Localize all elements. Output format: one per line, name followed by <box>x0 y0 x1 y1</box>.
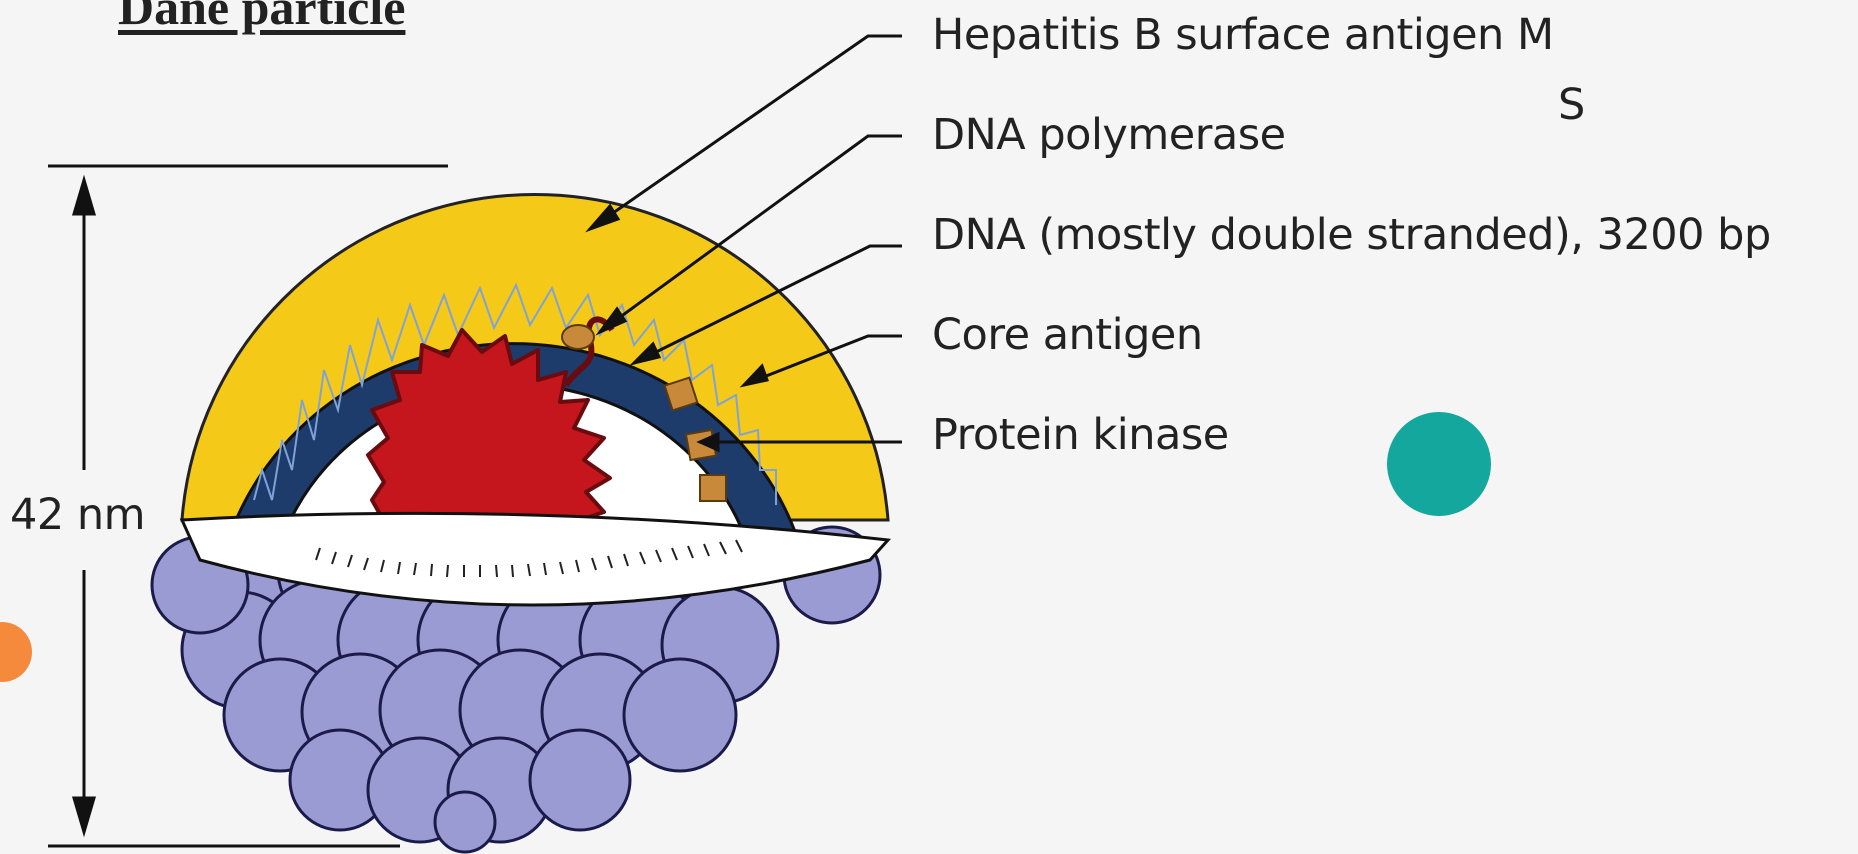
label-protein-kinase: Protein kinase <box>932 410 1229 460</box>
label-dna-polymerase: DNA polymerase <box>932 110 1286 160</box>
dimension-label: 42 nm <box>10 490 145 540</box>
label-surface-antigen-s: S <box>1558 80 1585 130</box>
dna-polymerase-blob <box>562 325 594 349</box>
diagram-title: Dane particle <box>118 0 405 36</box>
label-surface-antigen: Hepatitis B surface antigen M <box>932 10 1554 60</box>
label-core-antigen: Core antigen <box>932 310 1203 360</box>
label-dna: DNA (mostly double stranded), 3200 bp <box>932 210 1771 260</box>
teal-dot <box>1387 412 1491 516</box>
